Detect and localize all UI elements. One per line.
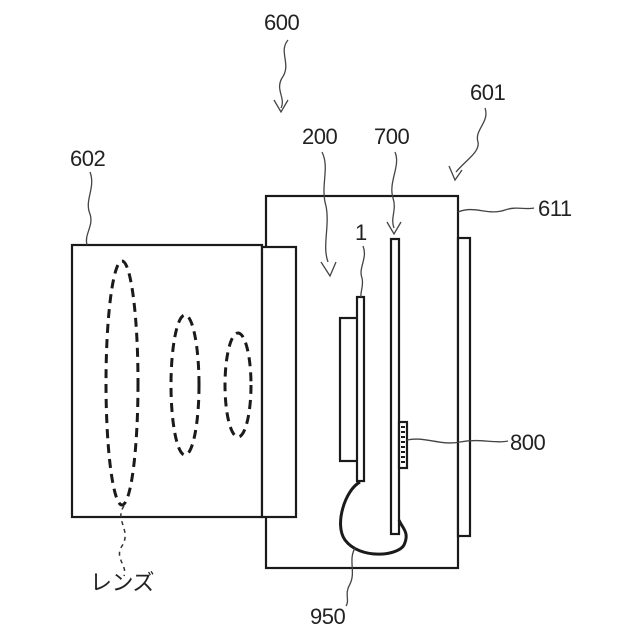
leader-600 [280, 40, 288, 108]
label-200: 200 [302, 124, 337, 149]
label-700: 700 [374, 124, 409, 149]
lens-unit-body [72, 245, 262, 517]
leader-611 [458, 208, 534, 212]
label-601: 601 [470, 80, 505, 105]
label-602: 602 [70, 146, 105, 171]
sensor-package [340, 318, 358, 461]
label-611: 611 [538, 196, 572, 221]
label-950: 950 [310, 604, 345, 629]
arrow-600 [274, 100, 288, 112]
rear-plate [458, 238, 470, 536]
label-lens: レンズ [90, 570, 154, 595]
label-1: 1 [355, 220, 367, 245]
leader-602 [86, 172, 91, 245]
label-600: 600 [264, 10, 299, 35]
leader-601 [456, 108, 486, 172]
label-800: 800 [510, 430, 545, 455]
circuit-board [391, 239, 399, 534]
lens-mount [262, 247, 296, 517]
sensor-chip [357, 297, 364, 481]
